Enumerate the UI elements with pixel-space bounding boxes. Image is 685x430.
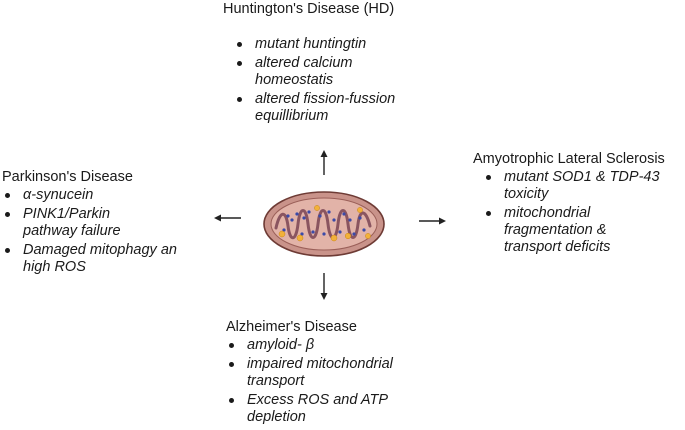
hd-list: mutant huntingtin altered calcium homeos… xyxy=(234,36,432,125)
ad-list: amyloid- β impaired mitochondrial transp… xyxy=(226,337,446,426)
pd-item: Damaged mitophagy an high ROS xyxy=(2,242,183,276)
ad-item: Excess ROS and ATP depletion xyxy=(226,392,417,426)
mito-granules xyxy=(278,205,371,242)
hd-title: Huntington's Disease (HD) xyxy=(223,1,395,17)
hd-group: Huntington's Disease (HD) mutant hunting… xyxy=(222,0,432,127)
als-title: Amyotrophic Lateral Sclerosis xyxy=(473,151,665,167)
arrow-down-icon xyxy=(320,273,328,300)
pd-item: PINK1/Parkin pathway failure xyxy=(2,206,163,240)
mitochondrion-icon xyxy=(263,191,385,257)
pd-list: α-synucein PINK1/Parkin pathway failure … xyxy=(2,187,202,276)
arrow-up-icon xyxy=(320,150,328,175)
pd-group: Parkinson's Disease α-synucein PINK1/Par… xyxy=(2,168,202,278)
als-item: mitochondrial fragmentation & transport … xyxy=(483,205,639,256)
pd-item: α-synucein xyxy=(2,187,173,204)
hd-item: altered fission-fussion equillibrium xyxy=(234,91,415,125)
pd-title: Parkinson's Disease xyxy=(2,169,133,185)
ad-group: Alzheimer's Disease amyloid- β impaired … xyxy=(226,318,446,428)
arrow-right-icon xyxy=(419,217,446,225)
mito-cristae xyxy=(274,209,372,240)
als-item: mutant SOD1 & TDP-43 toxicity xyxy=(483,169,669,203)
als-list: mutant SOD1 & TDP-43 toxicity mitochondr… xyxy=(483,169,685,256)
als-group: Amyotrophic Lateral Sclerosis mutant SOD… xyxy=(473,150,685,258)
ad-item: amyloid- β xyxy=(226,337,397,354)
hd-item: altered calcium homeostatis xyxy=(234,55,395,89)
ad-item: impaired mitochondrial transport xyxy=(226,356,407,390)
arrow-left-icon xyxy=(214,214,241,222)
ad-title: Alzheimer's Disease xyxy=(226,319,357,335)
mito-dna-dots xyxy=(282,210,366,236)
hd-item: mutant huntingtin xyxy=(234,36,405,53)
